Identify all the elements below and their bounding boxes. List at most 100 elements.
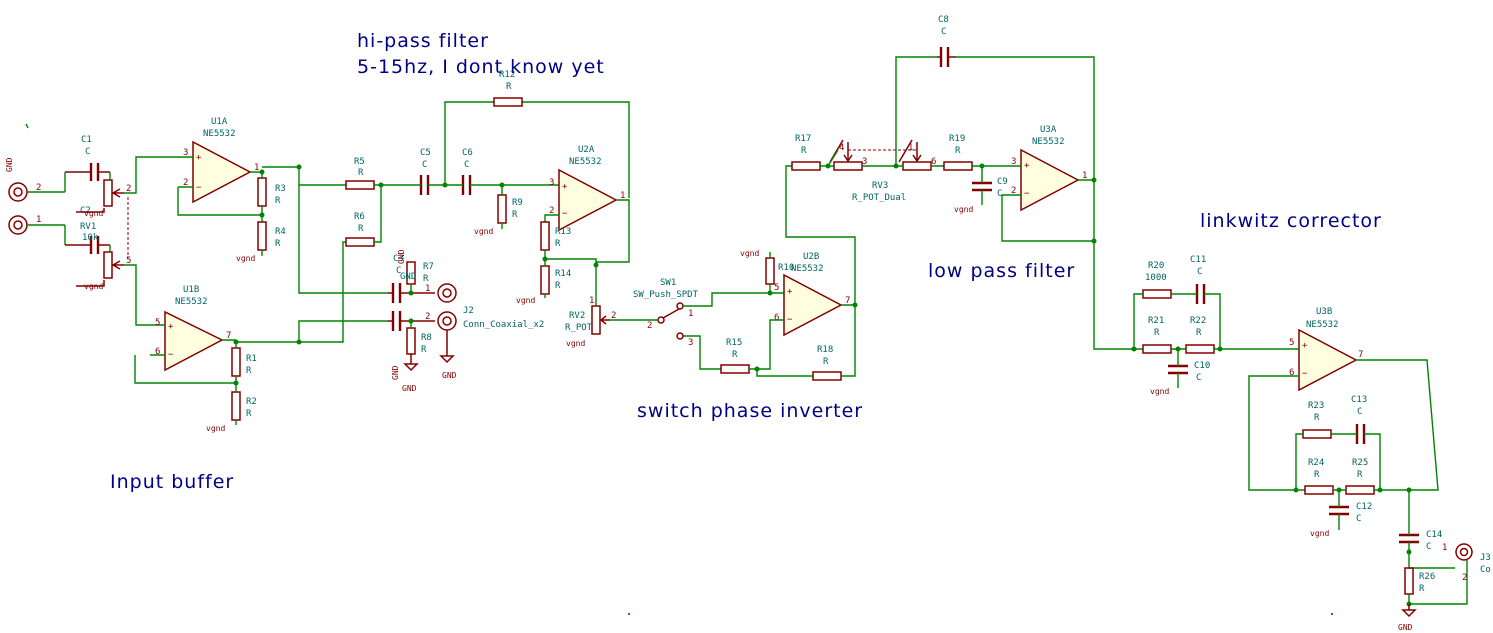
svg-text:vgnd: vgnd [566,339,585,348]
opamp-u3a: + − 3 2 1 U3A NE5532 [1011,125,1087,212]
resistor-r14: R14 R vgnd [516,265,571,305]
svg-text:−: − [1302,369,1308,379]
capacitor-c13: C13 C [1351,395,1367,444]
svg-text:−: − [196,183,202,193]
svg-text:vgnd: vgnd [236,254,255,263]
connector-j3: 1 2 J3 Co [1442,543,1491,583]
svg-text:R24: R24 [1308,458,1324,468]
svg-text:R12: R12 [499,70,515,80]
resistor-r6: R6 R [345,212,375,247]
svg-text:3: 3 [549,178,554,188]
capacitor-c10: C10 C vgnd [1150,361,1210,396]
svg-text:C12: C12 [1356,502,1372,512]
svg-text:R23: R23 [1308,401,1324,411]
svg-text:R: R [512,210,518,220]
svg-text:3: 3 [1011,157,1016,167]
svg-text:R20: R20 [1148,261,1164,271]
capacitor-c11: C11 C [1190,255,1206,304]
svg-text:6: 6 [1289,368,1294,378]
svg-text:R: R [1154,328,1160,338]
resistor-r12: R12 R [493,70,523,107]
svg-text:GND: GND [400,272,416,282]
svg-text:R8: R8 [421,333,432,343]
svg-text:R7: R7 [423,262,434,272]
svg-text:J3: J3 [1480,553,1491,563]
svg-text:R18: R18 [817,345,833,355]
potentiometer-rv3: 4 1 3 6 RV3 R_POT_Dual [829,139,936,203]
svg-text:+: + [1302,341,1308,351]
svg-text:7: 7 [845,296,850,306]
svg-text:2: 2 [425,312,430,322]
svg-text:C13: C13 [1351,395,1367,405]
svg-text:vgnd: vgnd [516,296,535,305]
svg-text:7: 7 [226,331,231,341]
svg-text:R26: R26 [1419,572,1435,582]
svg-text:R: R [358,224,364,234]
svg-text:GND: GND [391,365,400,380]
svg-text:−: − [787,315,793,325]
svg-text:vgnd: vgnd [206,424,225,433]
svg-text:+: + [196,153,202,163]
svg-text:NE5532: NE5532 [1032,137,1065,147]
resistor-r7: R7 R GND GND [397,249,434,285]
svg-text:1: 1 [908,143,913,153]
svg-text:vgnd: vgnd [740,249,759,258]
resistor-r24: R24 R [1304,458,1334,495]
svg-text:R_POT: R_POT [565,323,593,333]
capacitor-c5: C5 C [419,148,431,195]
svg-text:RV2: RV2 [569,311,585,321]
svg-text:R19: R19 [949,134,965,144]
svg-text:5: 5 [774,283,779,293]
svg-text:vgnd: vgnd [1150,387,1169,396]
svg-text:R: R [955,146,961,156]
resistor-r1: R1 R [231,347,257,377]
svg-text:R: R [555,281,561,291]
svg-text:2: 2 [647,321,652,331]
resistor-r15: R15 R [720,338,750,374]
capacitor-c6: C6 C [461,148,473,195]
annotation-low-pass: low pass filter [928,260,1075,282]
svg-text:U1B: U1B [183,285,199,295]
svg-text:C: C [1357,407,1362,417]
svg-text:1000: 1000 [1145,273,1167,283]
annotation-linkwitz: linkwitz corrector [1200,210,1382,232]
svg-text:R: R [358,168,364,178]
svg-text:R: R [246,409,252,419]
resistor-r5: R5 R [345,157,375,190]
svg-text:C: C [422,160,427,170]
svg-text:R: R [732,350,738,360]
resistor-r3: R3 R [257,177,286,207]
gnd-symbol-output: GND [1398,604,1417,632]
resistor-r9: R9 R vgnd [474,194,523,236]
svg-text:C9: C9 [997,177,1008,187]
connector-j2: 1 2 J2 Conn_Coaxial_x2 GND [425,283,544,380]
svg-text:R10: R10 [778,263,794,273]
svg-text:R: R [823,357,829,367]
svg-text:C: C [85,147,90,157]
svg-text:SW1: SW1 [660,278,676,288]
svg-text:R: R [423,274,429,284]
svg-text:6: 6 [774,313,779,323]
svg-text:U2A: U2A [578,145,595,155]
resistor-r22: R22 R [1185,316,1215,354]
svg-text:R5: R5 [354,157,365,167]
svg-text:R17: R17 [795,134,811,144]
resistor-r8: R8 R [406,327,432,355]
svg-text:R: R [801,146,807,156]
resistor-r23: R23 R [1302,401,1332,439]
resistor-r21: R21 R [1142,316,1172,354]
svg-text:1: 1 [36,215,41,225]
svg-text:R: R [506,82,512,92]
capacitor-c1: C1 C [65,135,110,181]
svg-text:2: 2 [1462,573,1467,583]
resistor-r19: R19 R [943,134,973,171]
svg-text:1: 1 [254,163,259,173]
svg-text:6: 6 [155,347,160,357]
svg-text:vgnd: vgnd [954,205,973,214]
svg-text:U1A: U1A [211,117,228,127]
svg-text:2: 2 [549,206,554,216]
svg-text:C11: C11 [1190,255,1206,265]
svg-text:2: 2 [126,184,131,194]
resistor-r26: R26 R [1404,567,1435,595]
